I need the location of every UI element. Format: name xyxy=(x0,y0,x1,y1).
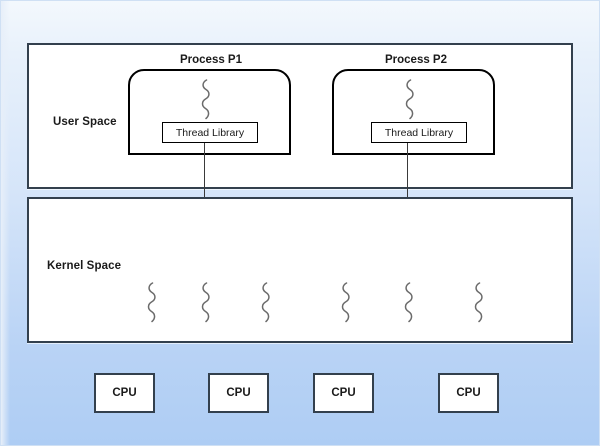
kernel-space-label: Kernel Space xyxy=(47,260,122,272)
process-p2-title: Process P2 xyxy=(384,54,447,66)
cpu-box-1[interactable]: CPU xyxy=(94,373,155,413)
connection-p1-solid xyxy=(204,143,205,218)
user-space-label: User Space xyxy=(53,116,117,128)
thread-library-p2[interactable]: Thread Library xyxy=(371,122,467,143)
process-p1-title: Process P1 xyxy=(179,54,242,66)
cpu-box-4[interactable]: CPU xyxy=(438,373,499,413)
connection-p2-solid xyxy=(407,143,408,218)
cpu-box-3[interactable]: CPU xyxy=(313,373,374,413)
thread-library-p1[interactable]: Thread Library xyxy=(162,122,258,143)
cpu-box-2[interactable]: CPU xyxy=(208,373,269,413)
